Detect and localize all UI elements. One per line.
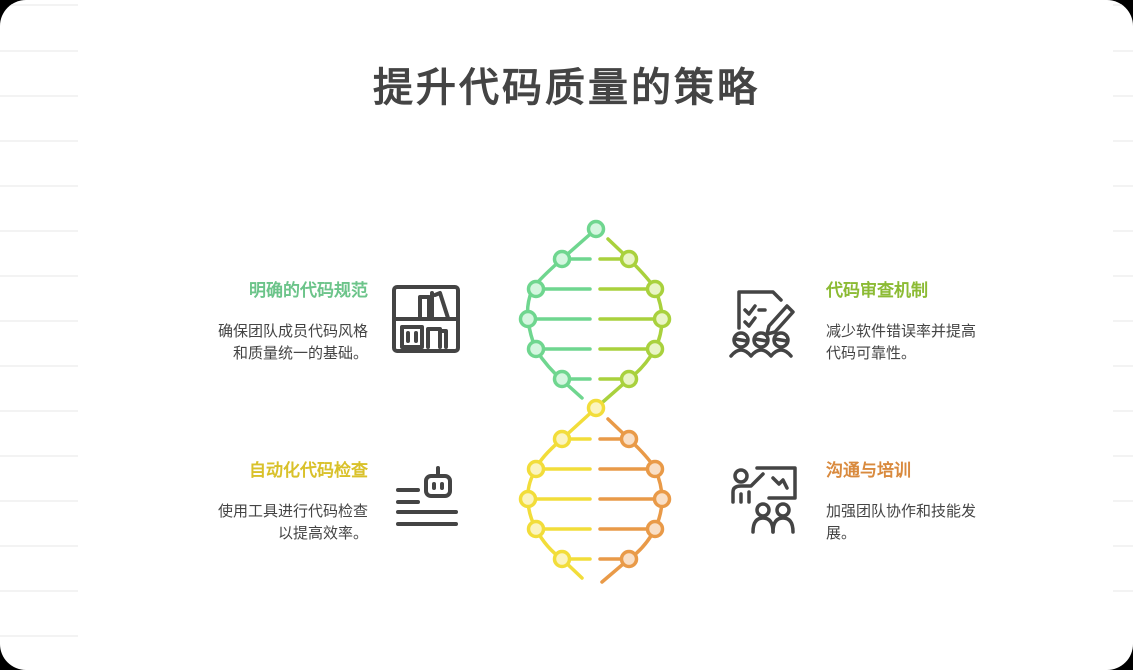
bookshelf-icon bbox=[392, 285, 460, 353]
presentation-training-icon bbox=[731, 466, 797, 534]
strategy-description: 使用工具进行代码检查 以提高效率。 bbox=[168, 500, 368, 544]
strategy-code-standards: 明确的代码规范 确保团队成员代码风格 和质量统一的基础。 bbox=[168, 280, 368, 364]
strategy-code-review: 代码审查机制 减少软件错误率并提高 代码可靠性。 bbox=[826, 280, 1026, 364]
description-line: 减少软件错误率并提高 bbox=[826, 322, 977, 340]
strategy-heading: 沟通与培训 bbox=[826, 461, 911, 481]
strategy-heading: 自动化代码检查 bbox=[249, 461, 368, 481]
right-edge-decoration bbox=[1113, 0, 1133, 670]
description-line: 确保团队成员代码风格 bbox=[217, 322, 368, 340]
robot-lines-icon bbox=[396, 466, 458, 526]
description-line: 代码可靠性。 bbox=[826, 344, 917, 362]
description-line: 展。 bbox=[826, 524, 857, 542]
description-line: 以提高效率。 bbox=[277, 524, 368, 542]
description-line: 使用工具进行代码检查 bbox=[217, 502, 368, 520]
description-line: 和质量统一的基础。 bbox=[232, 344, 368, 362]
strategy-automated-checks: 自动化代码检查 使用工具进行代码检查 以提高效率。 bbox=[168, 460, 368, 544]
team-review-checklist-icon bbox=[729, 290, 795, 358]
strategy-heading: 代码审查机制 bbox=[826, 281, 928, 301]
strategy-heading: 明确的代码规范 bbox=[249, 281, 368, 301]
dna-helix-graphic bbox=[518, 219, 672, 584]
strategy-description: 加强团队协作和技能发 展。 bbox=[826, 500, 1026, 544]
page-title: 提升代码质量的策略 bbox=[373, 64, 760, 111]
description-line: 加强团队协作和技能发 bbox=[826, 502, 977, 520]
strategy-description: 确保团队成员代码风格 和质量统一的基础。 bbox=[168, 320, 368, 364]
strategy-description: 减少软件错误率并提高 代码可靠性。 bbox=[826, 320, 1026, 364]
strategy-communication-training: 沟通与培训 加强团队协作和技能发 展。 bbox=[826, 460, 1026, 544]
left-edge-decoration bbox=[0, 0, 78, 670]
